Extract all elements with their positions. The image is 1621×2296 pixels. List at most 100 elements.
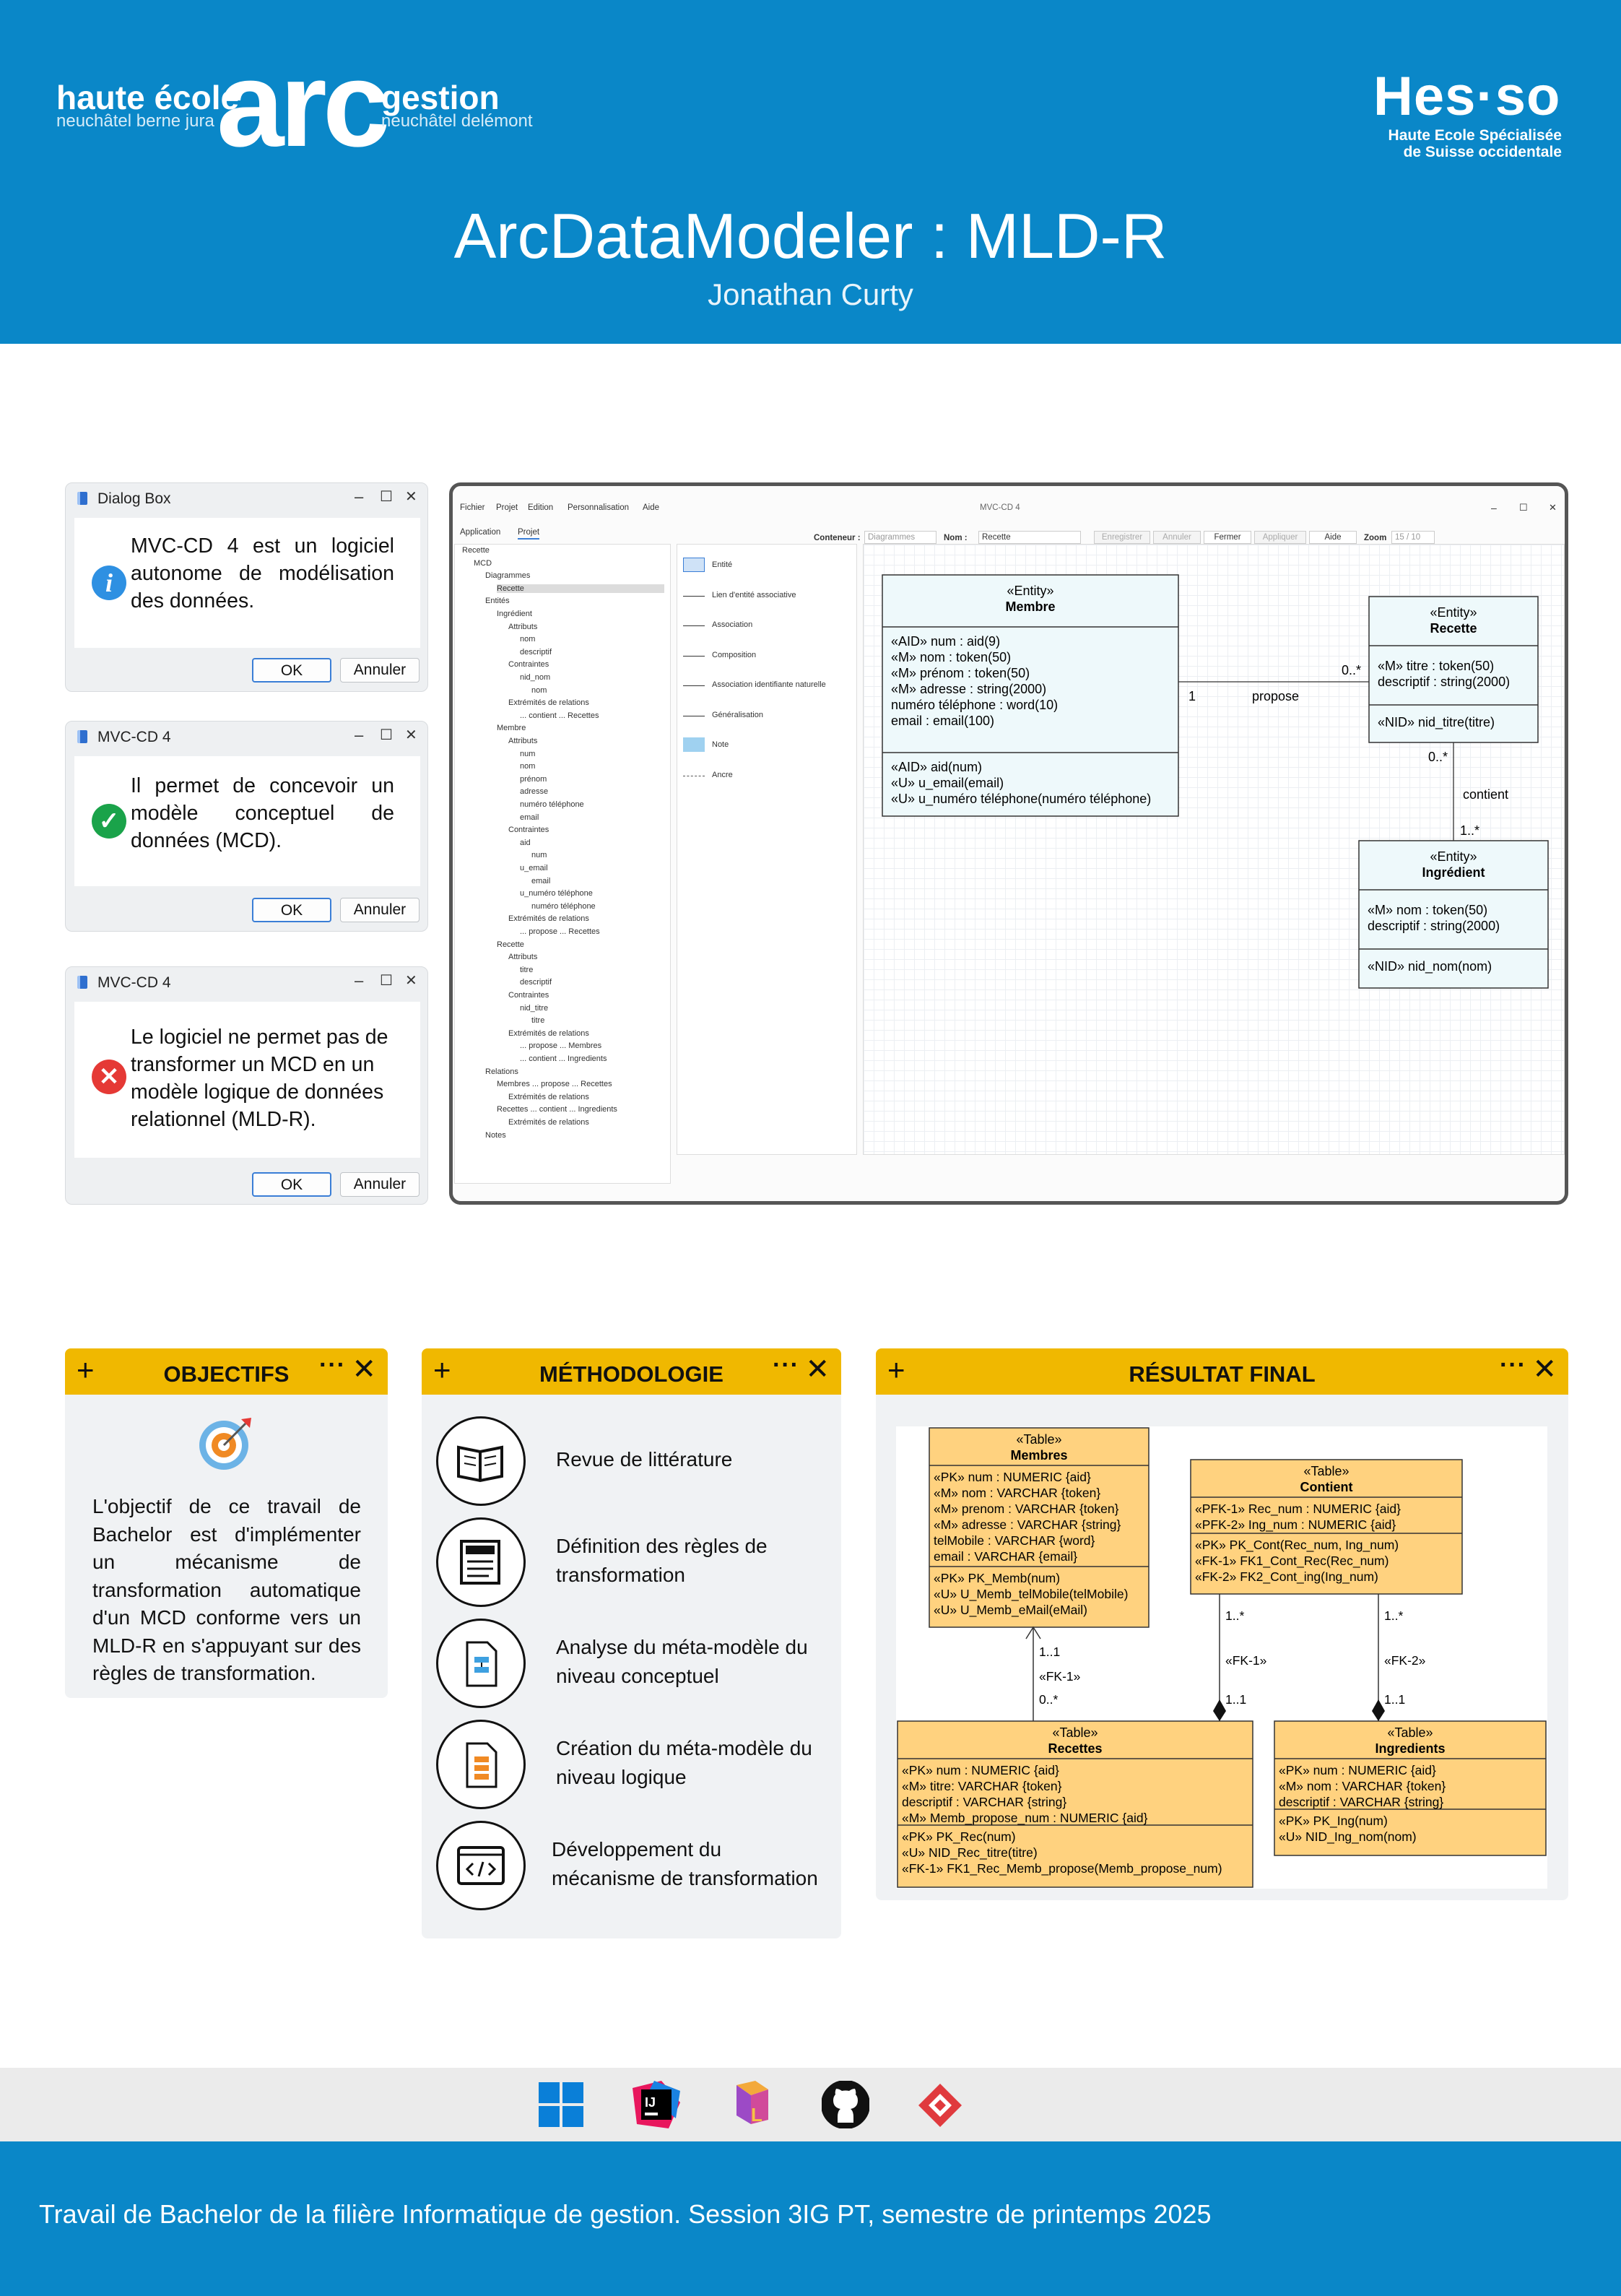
more-icon[interactable]: ··· — [773, 1351, 799, 1379]
tree-item[interactable]: Diagrammes — [485, 571, 530, 580]
tree-item[interactable]: Relations — [485, 1067, 518, 1076]
tree-item[interactable]: prénom — [520, 775, 547, 784]
more-icon[interactable]: ··· — [319, 1351, 346, 1379]
tree-item[interactable]: nom — [531, 686, 547, 695]
nom-input[interactable]: Recette — [978, 531, 1081, 544]
zoom-input[interactable]: 15 / 10 — [1391, 531, 1435, 544]
entity-recette[interactable]: «Entity» Recette «M» titre : token(50) d… — [1368, 596, 1539, 743]
tree-item[interactable]: descriptif — [520, 648, 552, 657]
table-contient[interactable]: «Table» Contient «PFK-1» Rec_num : NUMER… — [1190, 1459, 1463, 1595]
tree-item[interactable]: ... contient ... Ingredients — [520, 1054, 607, 1063]
menu-item-personnalisation[interactable]: Personnalisation — [568, 503, 630, 512]
tree-item[interactable]: ... propose ... Recettes — [520, 927, 600, 936]
maximize-icon[interactable]: ☐ — [380, 727, 393, 743]
tree-item[interactable]: Contraintes — [508, 991, 549, 1000]
maximize-icon[interactable]: ☐ — [380, 489, 393, 505]
tree-item[interactable]: Ingrédient — [497, 610, 532, 618]
menu-item-edition[interactable]: Edition — [528, 503, 554, 512]
tree-item[interactable]: Recette — [497, 584, 664, 593]
entity-membre[interactable]: «Entity» Membre «AID» num : aid(9) «M» n… — [882, 574, 1179, 817]
tree-item[interactable]: Entités — [485, 597, 510, 605]
cancel-button[interactable]: Annuler — [340, 658, 420, 683]
fermer-button[interactable]: Fermer — [1204, 531, 1251, 544]
annuler-button[interactable]: Annuler — [1153, 531, 1201, 544]
tree-item[interactable]: Attributs — [508, 623, 537, 631]
dialog-titlebar[interactable]: MVC-CD 4 – ☐ ✕ — [66, 722, 427, 752]
tree-item[interactable]: descriptif — [520, 978, 552, 987]
table-membres[interactable]: «Table» Membres «PK» num : NUMERIC {aid}… — [929, 1427, 1150, 1628]
github-icon[interactable] — [822, 2081, 869, 2128]
tree-item[interactable]: nom — [520, 635, 535, 644]
table-ingredients[interactable]: «Table» Ingredients «PK» num : NUMERIC {… — [1274, 1720, 1547, 1856]
ok-button[interactable]: OK — [252, 1172, 331, 1197]
palette-item[interactable]: Note — [683, 735, 851, 756]
ok-button[interactable]: OK — [252, 898, 331, 922]
tree-item[interactable]: adresse — [520, 787, 548, 796]
menu-item-fichier[interactable]: Fichier — [460, 503, 485, 512]
plus-icon[interactable]: + — [433, 1353, 451, 1387]
palette-item[interactable]: Lien d'entité associative — [683, 585, 851, 607]
appliquer-button[interactable]: Appliquer — [1254, 531, 1306, 544]
conteneur-select[interactable]: Diagrammes — [864, 531, 936, 544]
tree-item[interactable]: Extrémités de relations — [508, 1093, 589, 1101]
dialog-titlebar[interactable]: MVC-CD 4 – ☐ ✕ — [66, 967, 427, 997]
tree-item[interactable]: Recette — [497, 940, 524, 949]
minimize-icon[interactable]: – — [355, 726, 364, 744]
tree-item[interactable]: Membre — [497, 724, 526, 732]
cancel-button[interactable]: Annuler — [340, 898, 420, 922]
tree-item[interactable]: nid_nom — [520, 673, 550, 682]
minimize-icon[interactable]: – — [355, 971, 364, 989]
plus-icon[interactable]: + — [77, 1353, 95, 1387]
close-icon[interactable]: ✕ — [405, 727, 417, 743]
close-icon[interactable]: ✕ — [805, 1353, 830, 1385]
tab-projet[interactable]: Projet — [518, 528, 540, 540]
tree-item[interactable]: MCD — [474, 559, 492, 568]
tree-item[interactable]: titre — [520, 966, 533, 974]
entity-ingredient[interactable]: «Entity» Ingrédient «M» nom : token(50) … — [1358, 840, 1549, 989]
tree-item[interactable]: Notes — [485, 1131, 506, 1140]
tree-item[interactable]: Attributs — [508, 737, 537, 745]
palette-item[interactable]: Ancre — [683, 765, 851, 787]
tree-item[interactable]: nom — [520, 762, 535, 771]
intellij-icon[interactable]: IJ — [633, 2081, 680, 2128]
tree-item[interactable]: Extrémités de relations — [508, 1029, 589, 1038]
tree-item[interactable]: Recette — [462, 546, 490, 555]
menu-item-projet[interactable]: Projet — [496, 503, 518, 512]
close-icon[interactable]: ✕ — [1549, 502, 1557, 513]
palette-item[interactable]: Généralisation — [683, 705, 851, 727]
windows-icon[interactable] — [539, 2082, 583, 2127]
tree-item[interactable]: Extrémités de relations — [508, 698, 589, 707]
tree-item[interactable]: ... contient ... Recettes — [520, 711, 599, 720]
tab-application[interactable]: Application — [460, 528, 501, 537]
tree-item[interactable]: Recettes ... contient ... Ingredients — [497, 1105, 617, 1114]
more-icon[interactable]: ··· — [1500, 1351, 1526, 1379]
uml-icon[interactable]: L — [729, 2081, 773, 2128]
minimize-icon[interactable]: – — [355, 488, 364, 506]
tree-item[interactable]: titre — [531, 1016, 544, 1025]
close-icon[interactable]: ✕ — [405, 489, 417, 505]
diagram-canvas[interactable]: «Entity» Membre «AID» num : aid(9) «M» n… — [863, 544, 1565, 1155]
tree-item[interactable]: email — [531, 877, 550, 885]
tree-item[interactable]: Contraintes — [508, 660, 549, 669]
palette-item[interactable]: Composition — [683, 645, 851, 667]
tree-item[interactable]: Contraintes — [508, 826, 549, 834]
tree-item[interactable]: nid_titre — [520, 1004, 548, 1013]
table-recettes[interactable]: «Table» Recettes «PK» num : NUMERIC {aid… — [897, 1720, 1253, 1888]
maximize-icon[interactable]: ☐ — [380, 973, 393, 989]
close-icon[interactable]: ✕ — [352, 1353, 376, 1385]
palette-item[interactable]: Association identifiante naturelle — [683, 675, 851, 696]
tree-item[interactable]: numéro téléphone — [531, 902, 596, 911]
aide-button[interactable]: Aide — [1309, 531, 1357, 544]
maximize-icon[interactable]: ☐ — [1519, 502, 1528, 513]
tree-item[interactable]: numéro téléphone — [520, 800, 584, 809]
tree-item[interactable]: email — [520, 813, 539, 822]
plus-icon[interactable]: + — [887, 1353, 905, 1387]
tree-item[interactable]: Extrémités de relations — [508, 914, 589, 923]
tree-item[interactable]: u_numéro téléphone — [520, 889, 593, 898]
menu-item-aide[interactable]: Aide — [643, 503, 660, 512]
tree-item[interactable]: u_email — [520, 864, 548, 872]
tree-item[interactable]: ... propose ... Membres — [520, 1041, 601, 1050]
dialog-titlebar[interactable]: Dialog Box – ☐ ✕ — [66, 483, 427, 514]
palette-item[interactable]: Association — [683, 615, 851, 636]
minimize-icon[interactable]: – — [1491, 502, 1497, 514]
